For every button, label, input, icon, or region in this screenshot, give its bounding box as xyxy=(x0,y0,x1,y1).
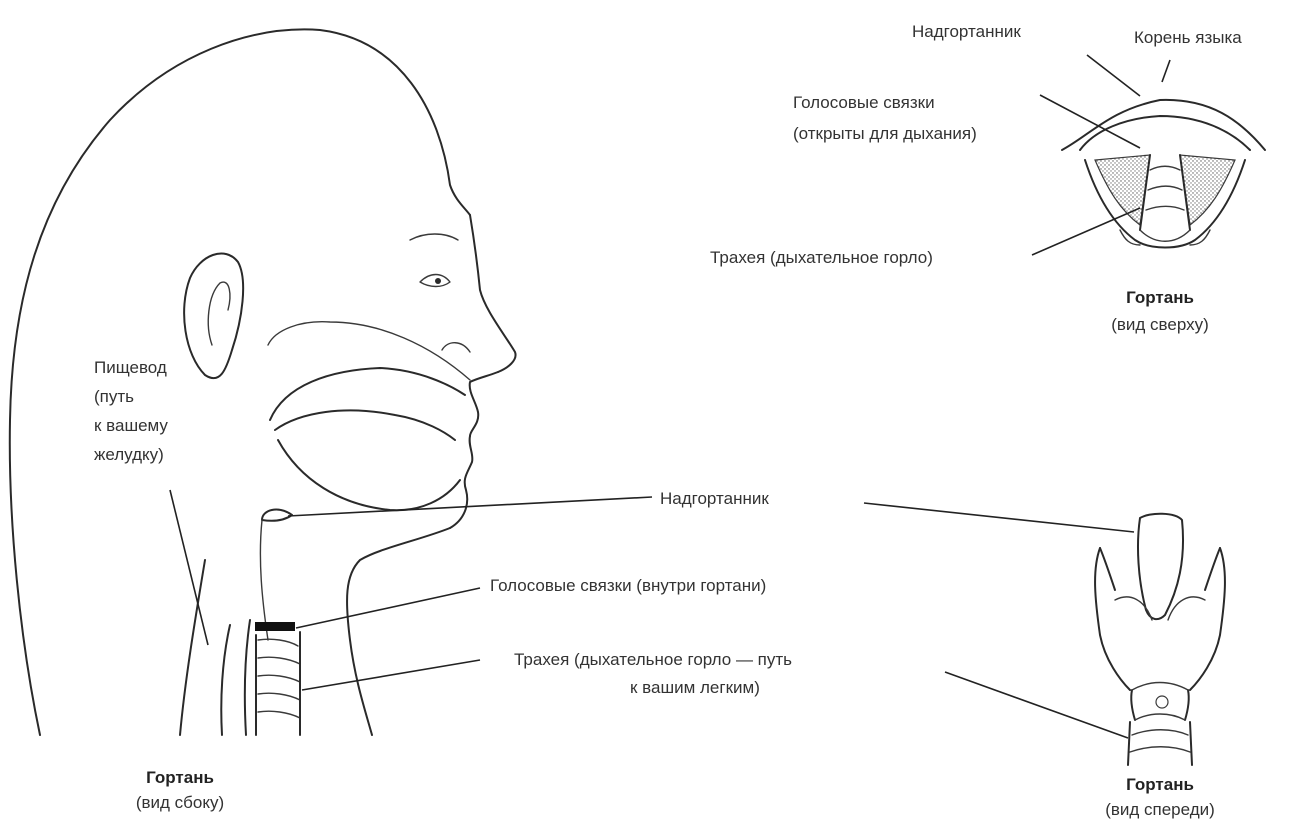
top-view-tongue-root-label: Корень языка xyxy=(1134,27,1242,48)
leader-trachea-side xyxy=(302,660,480,690)
leader-trachea-front xyxy=(945,672,1128,738)
top-view-trachea-label: Трахея (дыхательное горло) xyxy=(710,247,933,268)
side-view-title: Гортань xyxy=(120,767,240,788)
front-view-title: Гортань xyxy=(1100,774,1220,795)
leader-epiglottis-front xyxy=(864,503,1134,532)
esophagus-label: Пищевод (путь к вашему желудку) xyxy=(94,357,168,465)
leader-vocal-cords-side xyxy=(296,588,480,628)
top-view-subtitle: (вид сверху) xyxy=(1080,314,1240,335)
esophagus-label-line: (путь xyxy=(94,386,168,407)
leader-tongue-root-top xyxy=(1162,60,1170,82)
top-view-vocal-cords-label-line1: Голосовые связки xyxy=(793,92,935,113)
top-view-epiglottis-label: Надгортанник xyxy=(912,21,1021,42)
leader-epiglottis-side xyxy=(288,497,652,516)
trachea-label-line2: к вашим легким) xyxy=(630,677,760,698)
vocal-cords-label: Голосовые связки (внутри гортани) xyxy=(490,575,766,596)
esophagus-label-line: Пищевод xyxy=(94,357,168,378)
front-view-subtitle: (вид спереди) xyxy=(1060,799,1260,820)
head-profile-drawing xyxy=(10,29,516,735)
esophagus-label-line: к вашему xyxy=(94,415,168,436)
top-view-title: Гортань xyxy=(1100,287,1220,308)
epiglottis-label: Надгортанник xyxy=(660,488,769,509)
top-view-vocal-cords-label-line2: (открыты для дыхания) xyxy=(793,123,977,144)
esophagus-label-line: желудку) xyxy=(94,444,168,465)
leader-lines xyxy=(170,55,1170,738)
side-view-subtitle: (вид сбоку) xyxy=(100,792,260,813)
trachea-label-line1: Трахея (дыхательное горло — путь xyxy=(514,649,792,670)
larynx-front-view-drawing xyxy=(1095,514,1225,765)
leader-esophagus xyxy=(170,490,208,645)
leader-epiglottis-top xyxy=(1087,55,1140,96)
